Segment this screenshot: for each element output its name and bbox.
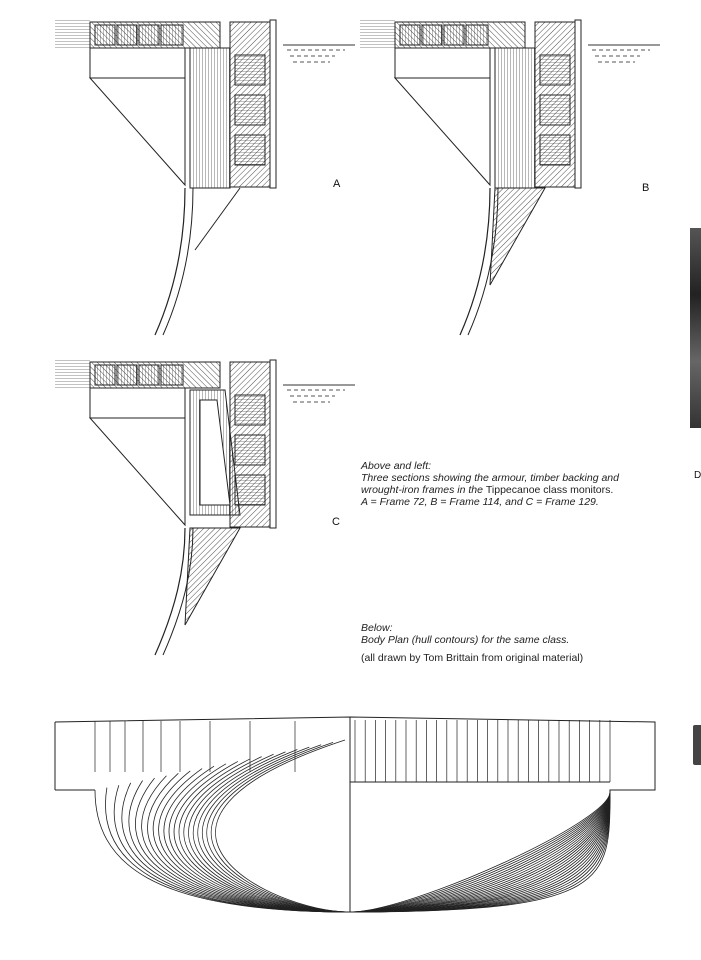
section-c-drawing: C	[55, 359, 355, 660]
body-plan-svg	[54, 716, 656, 913]
body-plan-contour-aft	[349, 791, 611, 913]
body-plan-contour-aft	[349, 791, 611, 913]
right-edge-photo	[690, 228, 701, 428]
body-plan-contour-aft	[349, 791, 611, 913]
section-a-label: A	[333, 178, 341, 190]
body-plan-contour-aft	[349, 791, 611, 913]
right-edge-mark	[693, 725, 701, 765]
section-c-svg	[55, 359, 355, 656]
section-a-drawing: A	[55, 19, 355, 340]
section-b-label: B	[642, 182, 650, 194]
caption-below-line1: Body Plan (hull contours) for the same c…	[361, 634, 570, 646]
section-a-svg	[55, 19, 355, 336]
body-plan-contour-aft	[349, 791, 611, 913]
body-plan-contour-aft	[349, 791, 611, 913]
caption-above-line1: Three sections showing the armour, timbe…	[361, 472, 619, 484]
body-plan-contour-aft	[349, 791, 611, 913]
section-b-svg	[360, 19, 660, 336]
caption-above-heading: Above and left:	[361, 460, 432, 472]
margin-letter: D	[694, 470, 701, 481]
section-c-label: C	[332, 516, 340, 528]
section-b-drawing: B	[360, 19, 660, 340]
body-plan-contour-aft	[349, 791, 611, 913]
body-plan-contour-fore	[173, 761, 351, 913]
caption-above-line2-a: wrought-iron frames in the	[361, 484, 486, 496]
body-plan-contour-aft	[349, 791, 611, 913]
body-plan-contour-fore	[210, 742, 351, 913]
body-plan-drawing	[54, 712, 656, 922]
caption-above: Above and left: Three sections showing t…	[361, 460, 661, 508]
caption-below-heading: Below:	[361, 622, 393, 634]
body-plan-contour-fore	[215, 739, 351, 913]
body-plan-contour-aft	[349, 791, 611, 913]
body-plan-contour-aft	[349, 791, 611, 913]
caption-above-line2: wrought-iron frames in the Tippecanoe cl…	[361, 484, 661, 496]
caption-credit: (all drawn by Tom Brittain from original…	[361, 652, 584, 664]
body-plan-contour-aft	[349, 791, 611, 913]
body-plan-contour-aft	[349, 791, 611, 913]
caption-below: Below: Body Plan (hull contours) for the…	[361, 622, 661, 664]
body-plan-contour-aft	[349, 791, 611, 913]
body-plan-contour-aft	[349, 791, 611, 913]
body-plan-contour-aft	[349, 791, 611, 913]
caption-above-line3: A = Frame 72, B = Frame 114, and C = Fra…	[361, 496, 599, 508]
body-plan-contour-fore	[105, 787, 351, 913]
body-plan-contour-fore	[113, 785, 351, 913]
body-plan-contour-aft	[349, 791, 611, 913]
body-plan-contour-fore	[168, 763, 351, 913]
caption-above-line2-b: Tippecanoe class monitors.	[485, 484, 614, 496]
